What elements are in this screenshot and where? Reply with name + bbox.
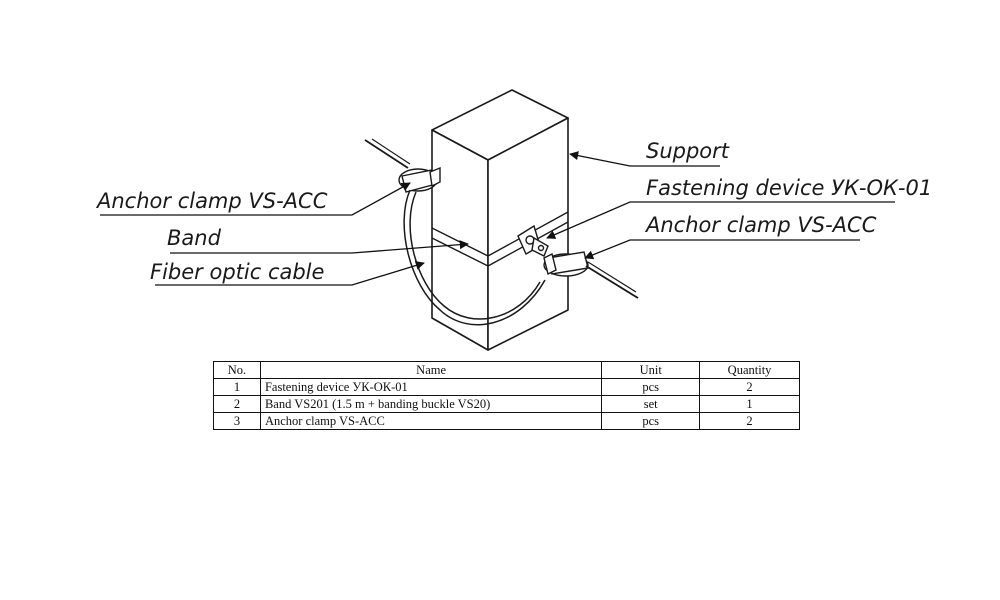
cell-quantity: 2: [699, 378, 800, 396]
leader-lines: [100, 151, 895, 286]
table-row: 3 Anchor clamp VS-ACC pcs 2: [213, 412, 800, 430]
header-name: Name: [259, 361, 603, 379]
label-support: Support: [646, 139, 730, 163]
support-pole: [431, 89, 569, 351]
header-unit: Unit: [601, 361, 701, 379]
anchor-clamp-left: [364, 138, 441, 193]
table-row: 1 Fastening device УК-ОК-01 pcs 2: [213, 378, 800, 396]
table-header-row: No. Name Unit Quantity: [213, 361, 800, 379]
header-no: No.: [213, 361, 261, 379]
cell-name: Fastening device УК-ОК-01: [259, 378, 603, 396]
cell-name: Band VS201 (1.5 m + banding buckle VS20): [259, 395, 603, 413]
cell-quantity: 2: [699, 412, 800, 430]
label-fiber-optic-cable: Fiber optic cable: [150, 260, 324, 284]
label-anchor-clamp-left: Anchor clamp VS-ACC: [95, 189, 328, 213]
cell-no: 2: [213, 395, 261, 413]
label-anchor-clamp-right: Anchor clamp VS-ACC: [644, 213, 877, 237]
anchor-clamp-right: [543, 251, 639, 299]
cell-name: Anchor clamp VS-ACC: [259, 412, 603, 430]
cell-unit: pcs: [601, 412, 701, 430]
table-row: 2 Band VS201 (1.5 m + banding buckle VS2…: [213, 395, 800, 413]
cell-unit: set: [601, 395, 701, 413]
cell-quantity: 1: [699, 395, 800, 413]
fastening-device: [517, 224, 549, 257]
label-band: Band: [167, 226, 222, 250]
fiber-optic-cable: [403, 189, 546, 326]
header-quantity: Quantity: [699, 361, 800, 379]
cell-no: 1: [213, 378, 261, 396]
cell-unit: pcs: [601, 378, 701, 396]
cell-no: 3: [213, 412, 261, 430]
label-fastening-device: Fastening device УК-ОК-01: [646, 176, 932, 200]
parts-table: No. Name Unit Quantity 1 Fastening devic…: [213, 361, 800, 430]
